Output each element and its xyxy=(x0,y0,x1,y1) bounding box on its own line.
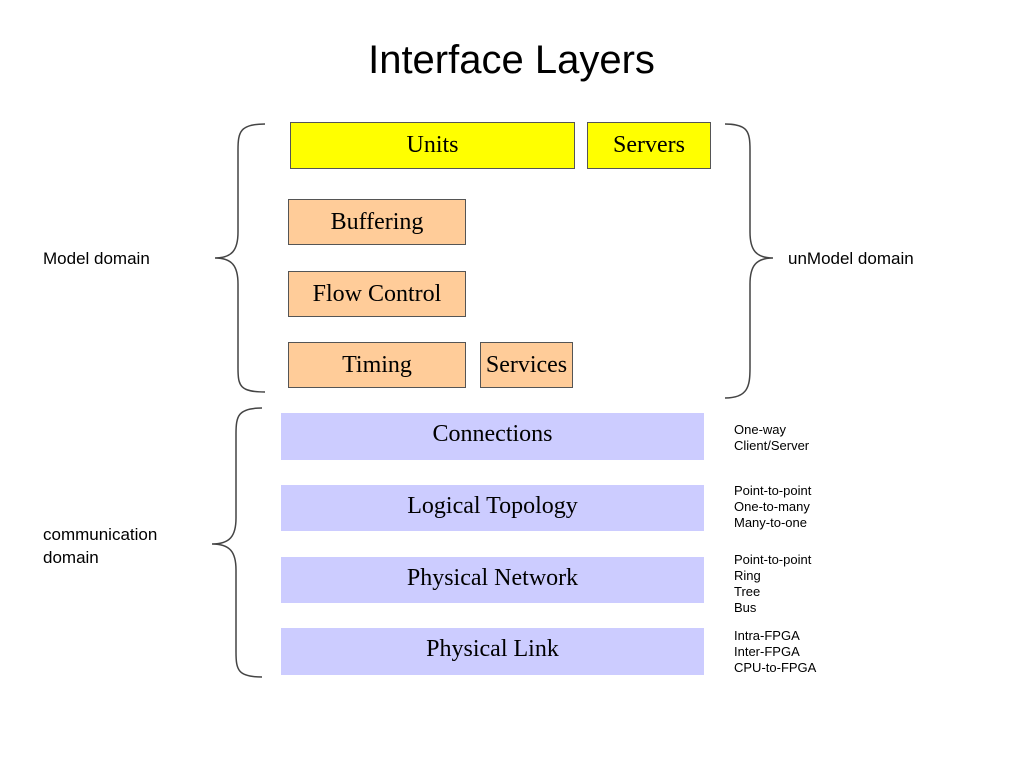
note-item: Client/Server xyxy=(734,438,810,453)
note-item: Point-to-point xyxy=(734,483,812,498)
note-item: Ring xyxy=(734,568,761,583)
physical-network-box: Physical Network xyxy=(281,557,704,603)
note-item: Point-to-point xyxy=(734,552,812,567)
logical-topology-box: Logical Topology xyxy=(281,485,704,531)
communication-label-line2: domain xyxy=(43,548,99,567)
flow-control-box: Flow Control xyxy=(288,271,466,317)
connections-box: Connections xyxy=(281,413,704,460)
servers-box: Servers xyxy=(587,122,711,169)
unmodel-domain-label: unModel domain xyxy=(788,249,914,268)
services-box: Services xyxy=(480,342,573,388)
note-item: Bus xyxy=(734,600,757,615)
note-item: CPU-to-FPGA xyxy=(734,660,817,675)
page-title: Interface Layers xyxy=(368,38,655,82)
note-item: Inter-FPGA xyxy=(734,644,800,659)
model-domain-label: Model domain xyxy=(43,249,150,268)
unmodel-domain-brace xyxy=(724,123,774,399)
timing-box: Timing xyxy=(288,342,466,388)
note-item: One-way xyxy=(734,422,787,437)
connections-notes: One-way Client/Server xyxy=(734,422,809,454)
logical-topology-notes: Point-to-point One-to-many Many-to-one xyxy=(734,483,811,531)
physical-link-box: Physical Link xyxy=(281,628,704,675)
buffering-box: Buffering xyxy=(288,199,466,245)
physical-link-notes: Intra-FPGA Inter-FPGA CPU-to-FPGA xyxy=(734,628,816,676)
communication-label-line1: communication xyxy=(43,525,158,544)
note-item: One-to-many xyxy=(734,499,810,514)
units-box: Units xyxy=(290,122,575,169)
communication-domain-label: communication domain xyxy=(43,523,157,569)
note-item: Intra-FPGA xyxy=(734,628,800,643)
model-domain-brace xyxy=(214,123,266,393)
note-item: Tree xyxy=(734,584,761,599)
communication-domain-brace xyxy=(211,407,263,678)
note-item: Many-to-one xyxy=(734,515,807,530)
physical-network-notes: Point-to-point Ring Tree Bus xyxy=(734,552,811,616)
